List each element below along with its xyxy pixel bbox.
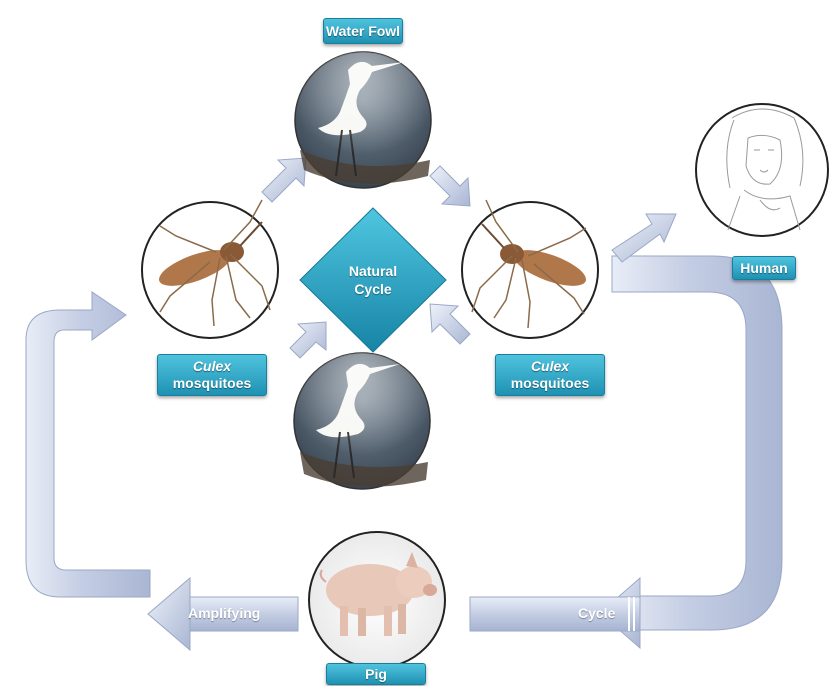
culex-left-label-line1: Culex — [192, 358, 232, 374]
water-fowl-label: Water Fowl — [323, 18, 403, 44]
mosquito-right-image — [461, 199, 599, 339]
mosquito-left-image — [141, 199, 279, 339]
water-fowl-label-text: Water Fowl — [325, 22, 401, 39]
pig-image — [308, 531, 446, 669]
culex-right-label-line2: mosquitoes — [510, 375, 590, 391]
human-image — [695, 103, 829, 237]
cycle-arrow-mosquito-to-fowl — [261, 157, 307, 203]
human-label-text: Human — [740, 259, 788, 276]
pig-label-text: Pig — [365, 665, 387, 682]
cycle-pipe — [469, 255, 783, 650]
natural-cycle-line1: Natural — [348, 263, 398, 279]
arrow-to-human — [611, 213, 677, 263]
amplifying-pipe — [25, 291, 299, 652]
culex-right-label-line1: Culex — [530, 358, 570, 374]
pig-label: Pig — [326, 663, 426, 685]
cycle-arrow-mosquito-to-fowl-bottom — [429, 303, 471, 345]
cycle-arrow-fowl-to-mosquito-bottom — [289, 321, 327, 359]
natural-cycle-line2: Cycle — [354, 281, 392, 297]
culex-left-label: Culex mosquitoes — [157, 354, 267, 396]
culex-left-label-line2: mosquitoes — [172, 375, 252, 391]
human-label: Human — [732, 256, 796, 280]
amplifying-flow-label: Amplifying — [188, 605, 261, 621]
cycle-arrow-fowl-to-mosquito — [429, 165, 471, 207]
culex-right-label: Culex mosquitoes — [495, 354, 605, 396]
water-fowl-bottom-image — [293, 352, 431, 490]
natural-cycle-text: Natural Cycle — [333, 262, 413, 298]
cycle-flow-label: Cycle — [578, 605, 616, 621]
natural-cycle-diamond — [299, 207, 447, 353]
water-fowl-top-image — [294, 51, 432, 189]
